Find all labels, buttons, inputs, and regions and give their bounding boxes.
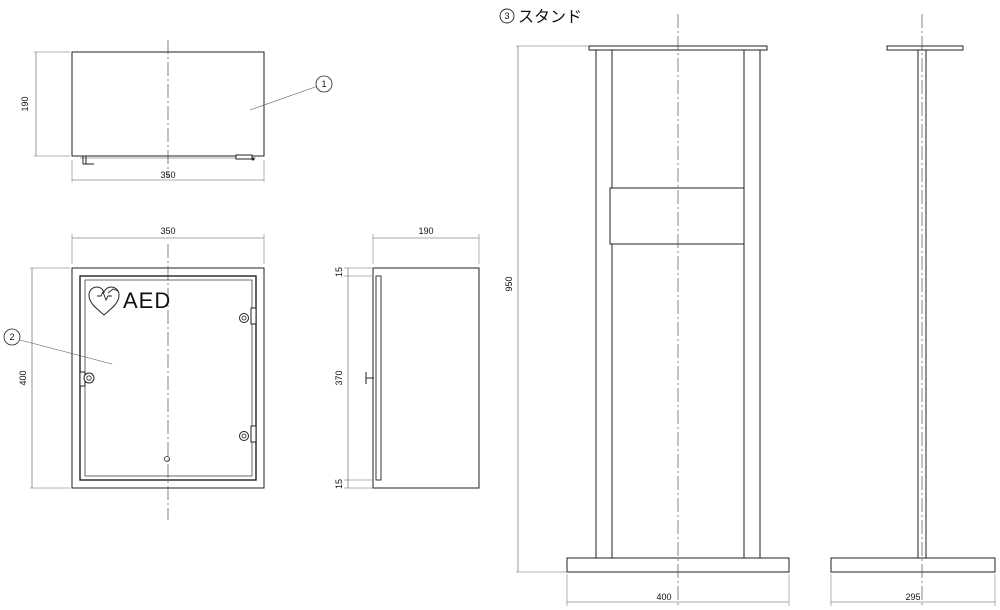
top-latch-pin xyxy=(251,157,255,161)
stand-front-view: 950 400 xyxy=(504,14,790,608)
dim-front-view-width: 350 xyxy=(160,226,175,236)
stand-brace-panel xyxy=(609,187,745,245)
hinge-lower-icon xyxy=(239,425,257,443)
callout-1-leader xyxy=(249,85,319,111)
dim-front-view-height: 400 xyxy=(18,370,28,385)
dim-side-view-depth: 190 xyxy=(418,226,433,236)
dim-stand-side-width: 295 xyxy=(905,592,920,602)
stand-number: 3 xyxy=(504,11,509,21)
stand-side-view: 295 xyxy=(830,14,996,608)
door-lock-icon xyxy=(79,371,95,387)
stand-post-left xyxy=(595,49,613,559)
cabinet-front-view: 350 400 AED xyxy=(3,226,265,520)
dim-side-bottom-frame: 15 xyxy=(334,479,344,489)
stand-side-base xyxy=(830,557,996,573)
dim-top-view-width: 350 xyxy=(160,170,175,180)
top-latch xyxy=(235,154,253,160)
stand-post-right xyxy=(743,49,761,559)
cabinet-aed-label: AED xyxy=(123,288,171,313)
dim-side-top-frame: 15 xyxy=(334,267,344,277)
callout-2-number: 2 xyxy=(9,332,14,342)
dim-stand-height: 950 xyxy=(504,276,514,291)
cabinet-side-door xyxy=(375,275,382,481)
stand-label: スタンド xyxy=(518,7,582,26)
callout-1-number: 1 xyxy=(321,79,326,89)
callout-2-leader xyxy=(19,339,113,365)
cabinet-side-outline xyxy=(372,267,480,489)
callout-2-circle xyxy=(3,328,21,346)
hinge-upper-icon xyxy=(239,307,257,325)
vent-hole xyxy=(164,456,170,462)
cabinet-top-view: 190 350 1 xyxy=(20,40,333,182)
callout-1-circle xyxy=(315,75,333,93)
stand-number-circle xyxy=(499,8,515,24)
cabinet-side-view: 190 15 370 15 xyxy=(334,226,480,489)
dim-stand-front-width: 400 xyxy=(656,592,671,602)
dim-side-inner: 370 xyxy=(334,370,344,385)
stand-side-top-plate xyxy=(886,45,964,51)
stand-title: 3 スタンド xyxy=(499,7,582,26)
aed-heart-icon xyxy=(88,286,120,316)
dim-top-view-depth: 190 xyxy=(20,96,30,111)
